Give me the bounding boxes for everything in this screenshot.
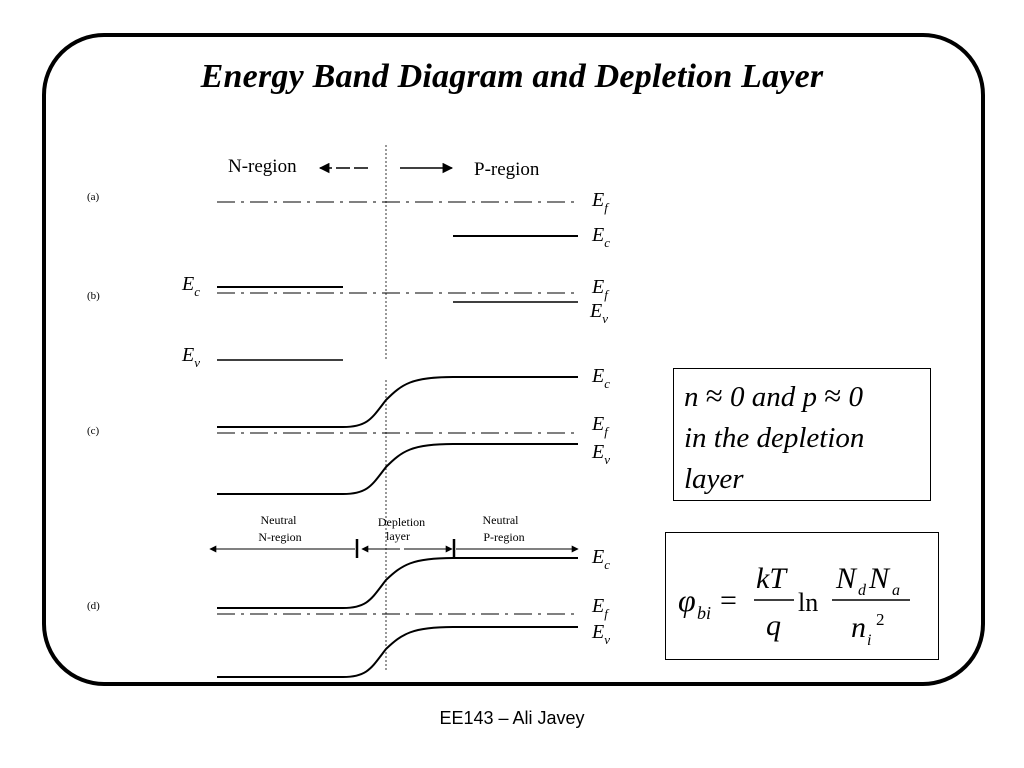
ev-label-b-p: Ev <box>589 300 608 326</box>
nd-symbol: N <box>835 562 858 595</box>
d-valence-band <box>217 626 578 678</box>
slide-footer: EE143 – Ali Javey <box>439 708 585 728</box>
depletion-note-box: n ≈ 0 and p ≈ 0 in the depletion layer <box>673 368 931 501</box>
kt-numerator: kT <box>756 562 788 595</box>
phi-symbol: φ <box>678 582 696 618</box>
slide-title: Energy Band Diagram and Depletion Layer <box>200 58 824 95</box>
ef-label-b: Ef <box>591 276 610 302</box>
ev-label-b-n: Ev <box>181 344 200 370</box>
slide-frame <box>42 33 985 686</box>
neutral-n-label: Neutral N-region <box>258 513 301 544</box>
panel-label-b: (b) <box>87 290 100 302</box>
depletion-label: Depletion layer <box>378 515 428 543</box>
panel-label-c: (c) <box>87 425 100 437</box>
na-symbol: N <box>868 562 891 595</box>
ec-label-b-n: Ec <box>181 273 200 299</box>
equals-sign: = <box>720 584 737 617</box>
built-in-potential-formula-box: φ bi = kT q ln N d N a n i 2 <box>665 532 939 660</box>
ni-exponent: 2 <box>876 610 885 629</box>
ev-label-d: Ev <box>591 621 610 647</box>
d-conduction-band <box>217 557 578 609</box>
neutral-p-label: Neutral P-region <box>483 513 525 544</box>
ec-label-d: Ec <box>591 546 610 572</box>
c-valence-band <box>217 443 578 495</box>
c-conduction-band <box>217 376 578 428</box>
built-in-potential-formula: φ bi = kT q ln N d N a n i 2 <box>678 562 910 649</box>
n-region-label: N-region <box>228 156 297 177</box>
ni-symbol: n <box>851 611 866 644</box>
panel-label-a: (a) <box>87 191 100 203</box>
ec-label-a: Ec <box>591 224 610 250</box>
ef-label-d: Ef <box>591 595 610 621</box>
note-line-2: in the depletion <box>684 422 865 454</box>
q-denominator: q <box>766 609 781 642</box>
note-line-3: layer <box>684 463 744 495</box>
energy-labels: Ef Ec Ec Ef Ev Ev Ec Ef Ev Ec Ef Ev <box>181 189 610 647</box>
phi-subscript: bi <box>697 603 711 623</box>
na-subscript: a <box>892 582 900 599</box>
nd-subscript: d <box>858 582 867 599</box>
ec-label-c: Ec <box>591 365 610 391</box>
p-region-label: P-region <box>474 159 540 180</box>
ln-operator: ln <box>798 588 818 617</box>
ef-label-a: Ef <box>591 189 610 215</box>
note-line-1: n ≈ 0 and p ≈ 0 <box>684 378 864 413</box>
ef-label-c: Ef <box>591 413 610 439</box>
ev-label-c: Ev <box>591 441 610 467</box>
panel-label-d: (d) <box>87 600 100 612</box>
ni-subscript: i <box>867 632 871 649</box>
